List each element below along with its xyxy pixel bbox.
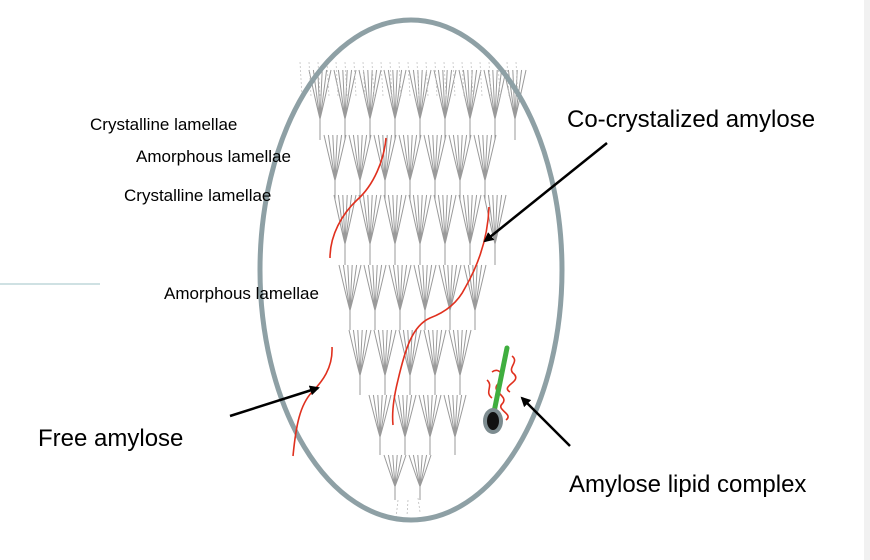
branch-tuft <box>308 69 332 140</box>
label-free-amylose: Free amylose <box>38 425 183 452</box>
branch-tuft <box>418 394 442 455</box>
branch-tuft <box>368 394 392 455</box>
top-hair-lines <box>299 61 519 97</box>
branch-tuft <box>423 134 447 200</box>
right-edge-band <box>864 0 870 560</box>
branch-tuft <box>323 134 347 200</box>
branch-tuft <box>398 134 422 200</box>
branch-tuft <box>388 264 412 330</box>
co-crystalized-amylose-chain <box>391 206 490 426</box>
granule-outline <box>257 17 565 523</box>
branch-tuft <box>483 69 507 140</box>
branch-tuft <box>443 394 467 455</box>
branch-tuft <box>423 329 447 395</box>
branch-tuft <box>503 69 527 140</box>
branch-tuft <box>448 329 472 395</box>
branch-tuft <box>383 69 407 140</box>
label-crystalline-lamellae-2: Crystalline lamellae <box>124 186 271 205</box>
branch-tuft <box>363 264 387 330</box>
lipid-rod <box>491 345 510 415</box>
amylose-chains <box>292 137 517 457</box>
branch-tuft <box>473 134 497 200</box>
branch-tuft <box>433 69 457 140</box>
label-amorphous-lamellae-2: Amorphous lamellae <box>164 284 319 303</box>
label-co-crystalized-amylose: Co-crystalized amylose <box>567 106 815 133</box>
label-amylose-lipid-complex: Amylose lipid complex <box>569 471 806 498</box>
branch-tuft <box>408 454 432 500</box>
branch-tuft <box>458 194 482 265</box>
lipid-complex-arrow <box>520 396 571 447</box>
bottom-strands <box>395 497 421 519</box>
branch-tuft <box>333 194 357 265</box>
branch-tuft <box>358 69 382 140</box>
branch-tuft <box>348 134 372 200</box>
branch-tuft <box>358 194 382 265</box>
label-amorphous-lamellae-1: Amorphous lamellae <box>136 147 291 166</box>
lipid-head <box>487 412 499 430</box>
branch-tuft <box>413 264 437 330</box>
branch-tuft <box>398 329 422 395</box>
branch-tuft <box>458 69 482 140</box>
branch-tuft <box>408 194 432 265</box>
branch-tuft <box>383 454 407 500</box>
label-crystalline-lamellae-1: Crystalline lamellae <box>90 115 237 134</box>
branch-tuft <box>338 264 362 330</box>
branch-tuft <box>433 194 457 265</box>
branch-tuft <box>448 134 472 200</box>
branch-tuft <box>333 69 357 140</box>
branch-tuft <box>348 329 372 395</box>
branch-tuft <box>483 194 507 265</box>
co-crystalized-arrow <box>483 142 608 243</box>
branch-tuft <box>393 394 417 455</box>
branch-tuft <box>383 194 407 265</box>
branch-tuft <box>373 329 397 395</box>
amylopectin-clusters <box>299 61 527 519</box>
free-amylose-arrow <box>229 385 320 418</box>
amylose-chain-upper <box>329 137 387 259</box>
branch-tuft <box>408 69 432 140</box>
branch-tuft <box>438 264 462 330</box>
branch-tuft <box>463 264 487 330</box>
